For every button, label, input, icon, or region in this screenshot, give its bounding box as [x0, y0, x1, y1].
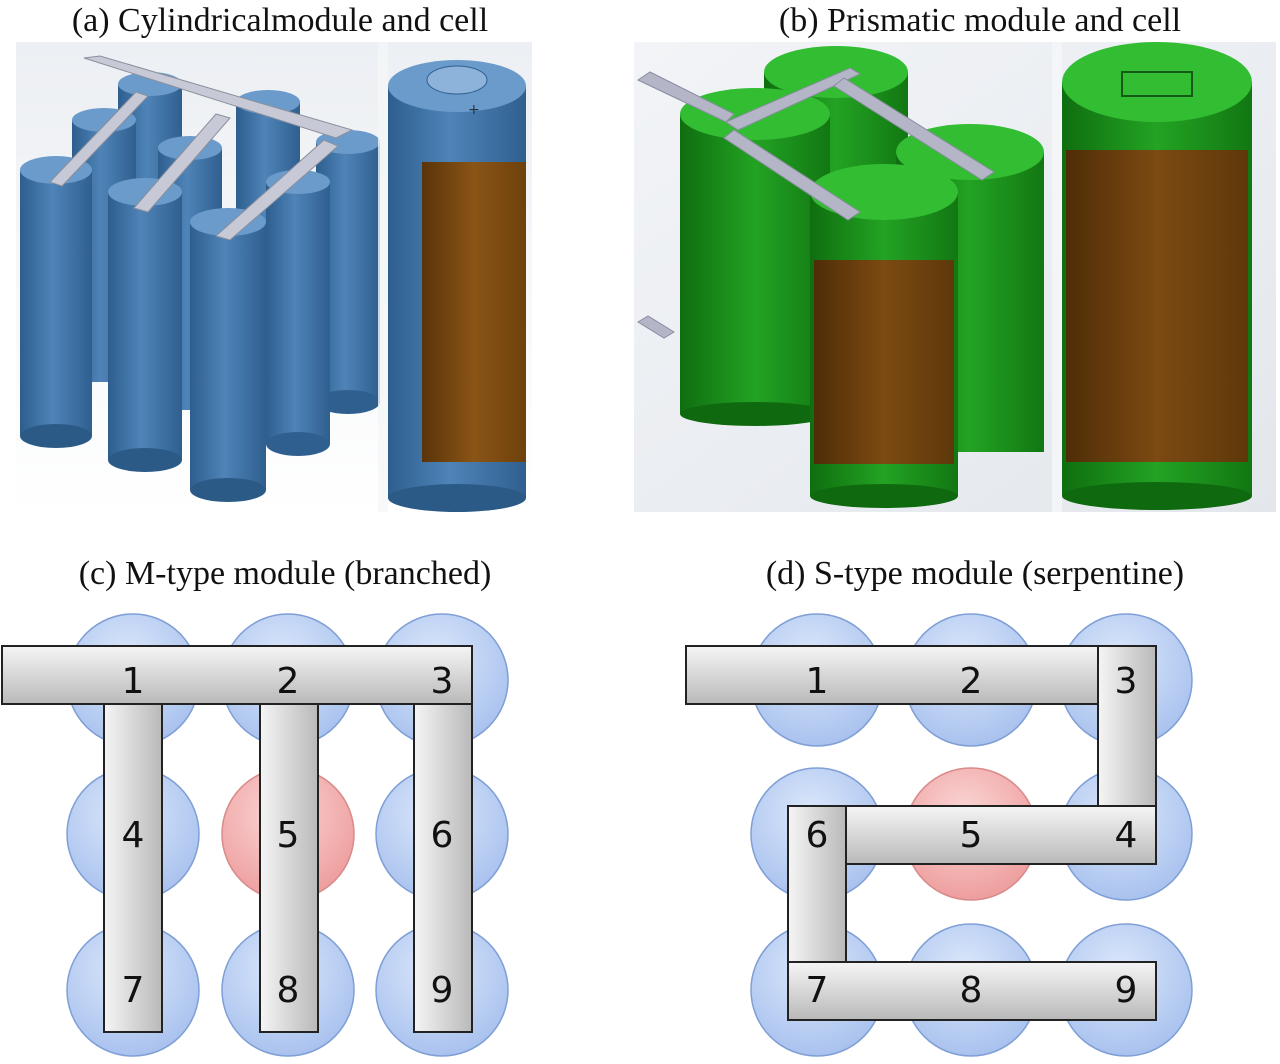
cylindrical-module-render: +: [16, 42, 532, 512]
prismatic-cell: [680, 88, 830, 426]
cylinder-cell: [108, 178, 182, 472]
cell-label: 4: [122, 815, 145, 856]
busbar-horizontal: [845, 805, 1157, 865]
svg-text:+: +: [468, 102, 480, 118]
cylinder-cell: [190, 208, 266, 502]
cylinder-cell: [20, 156, 92, 448]
busbar-horizontal: [1, 645, 473, 705]
s-type-module-diagram: 1 2 3 6 5 4 7 8 9: [685, 613, 1193, 1057]
cell-label: 6: [431, 815, 454, 856]
cell-label: 1: [122, 661, 145, 702]
cell-label: 7: [122, 970, 145, 1011]
prismatic-cell: [810, 164, 958, 508]
busbar-vertical: [1097, 645, 1157, 807]
cell-label: 3: [431, 661, 454, 702]
busbar-vertical: [787, 805, 847, 963]
cell-label: 1: [806, 661, 829, 702]
cell-label: 8: [960, 970, 983, 1011]
busbar: [636, 67, 995, 339]
cylindrical-cell: +: [388, 60, 526, 512]
busbar-vertical: [413, 703, 473, 1033]
busbar-horizontal: [787, 961, 1157, 1021]
busbar: [49, 55, 354, 241]
cell-label: 4: [1115, 815, 1138, 856]
m-type-module-diagram: 1 2 3 4 5 6 7 8 9: [1, 613, 509, 1057]
cell-label: 9: [431, 970, 454, 1011]
caption-c: (c) M-type module (branched): [78, 555, 492, 592]
cell-label: 7: [806, 970, 829, 1011]
caption-b: (b) Prismatic module and cell: [778, 2, 1182, 39]
cell-label: 5: [277, 815, 300, 856]
cell-label: 2: [277, 661, 300, 702]
busbar-vertical: [259, 703, 319, 1033]
prismatic-cell-standalone: [1062, 42, 1252, 510]
cell-label: 5: [960, 815, 983, 856]
caption-a: (a) Cylindricalmodule and cell: [71, 2, 489, 39]
busbar-horizontal: [685, 645, 1099, 705]
cylinder-cell: [266, 170, 330, 456]
cell-label: 8: [277, 970, 300, 1011]
cell-label: 2: [960, 661, 983, 702]
cell-label: 6: [806, 815, 829, 856]
busbar-vertical: [103, 703, 163, 1033]
caption-d: (d) S-type module (serpentine): [765, 555, 1185, 592]
cell-label: 9: [1115, 970, 1138, 1011]
prismatic-module-render: [634, 42, 1276, 512]
cell-label: 3: [1115, 661, 1138, 702]
